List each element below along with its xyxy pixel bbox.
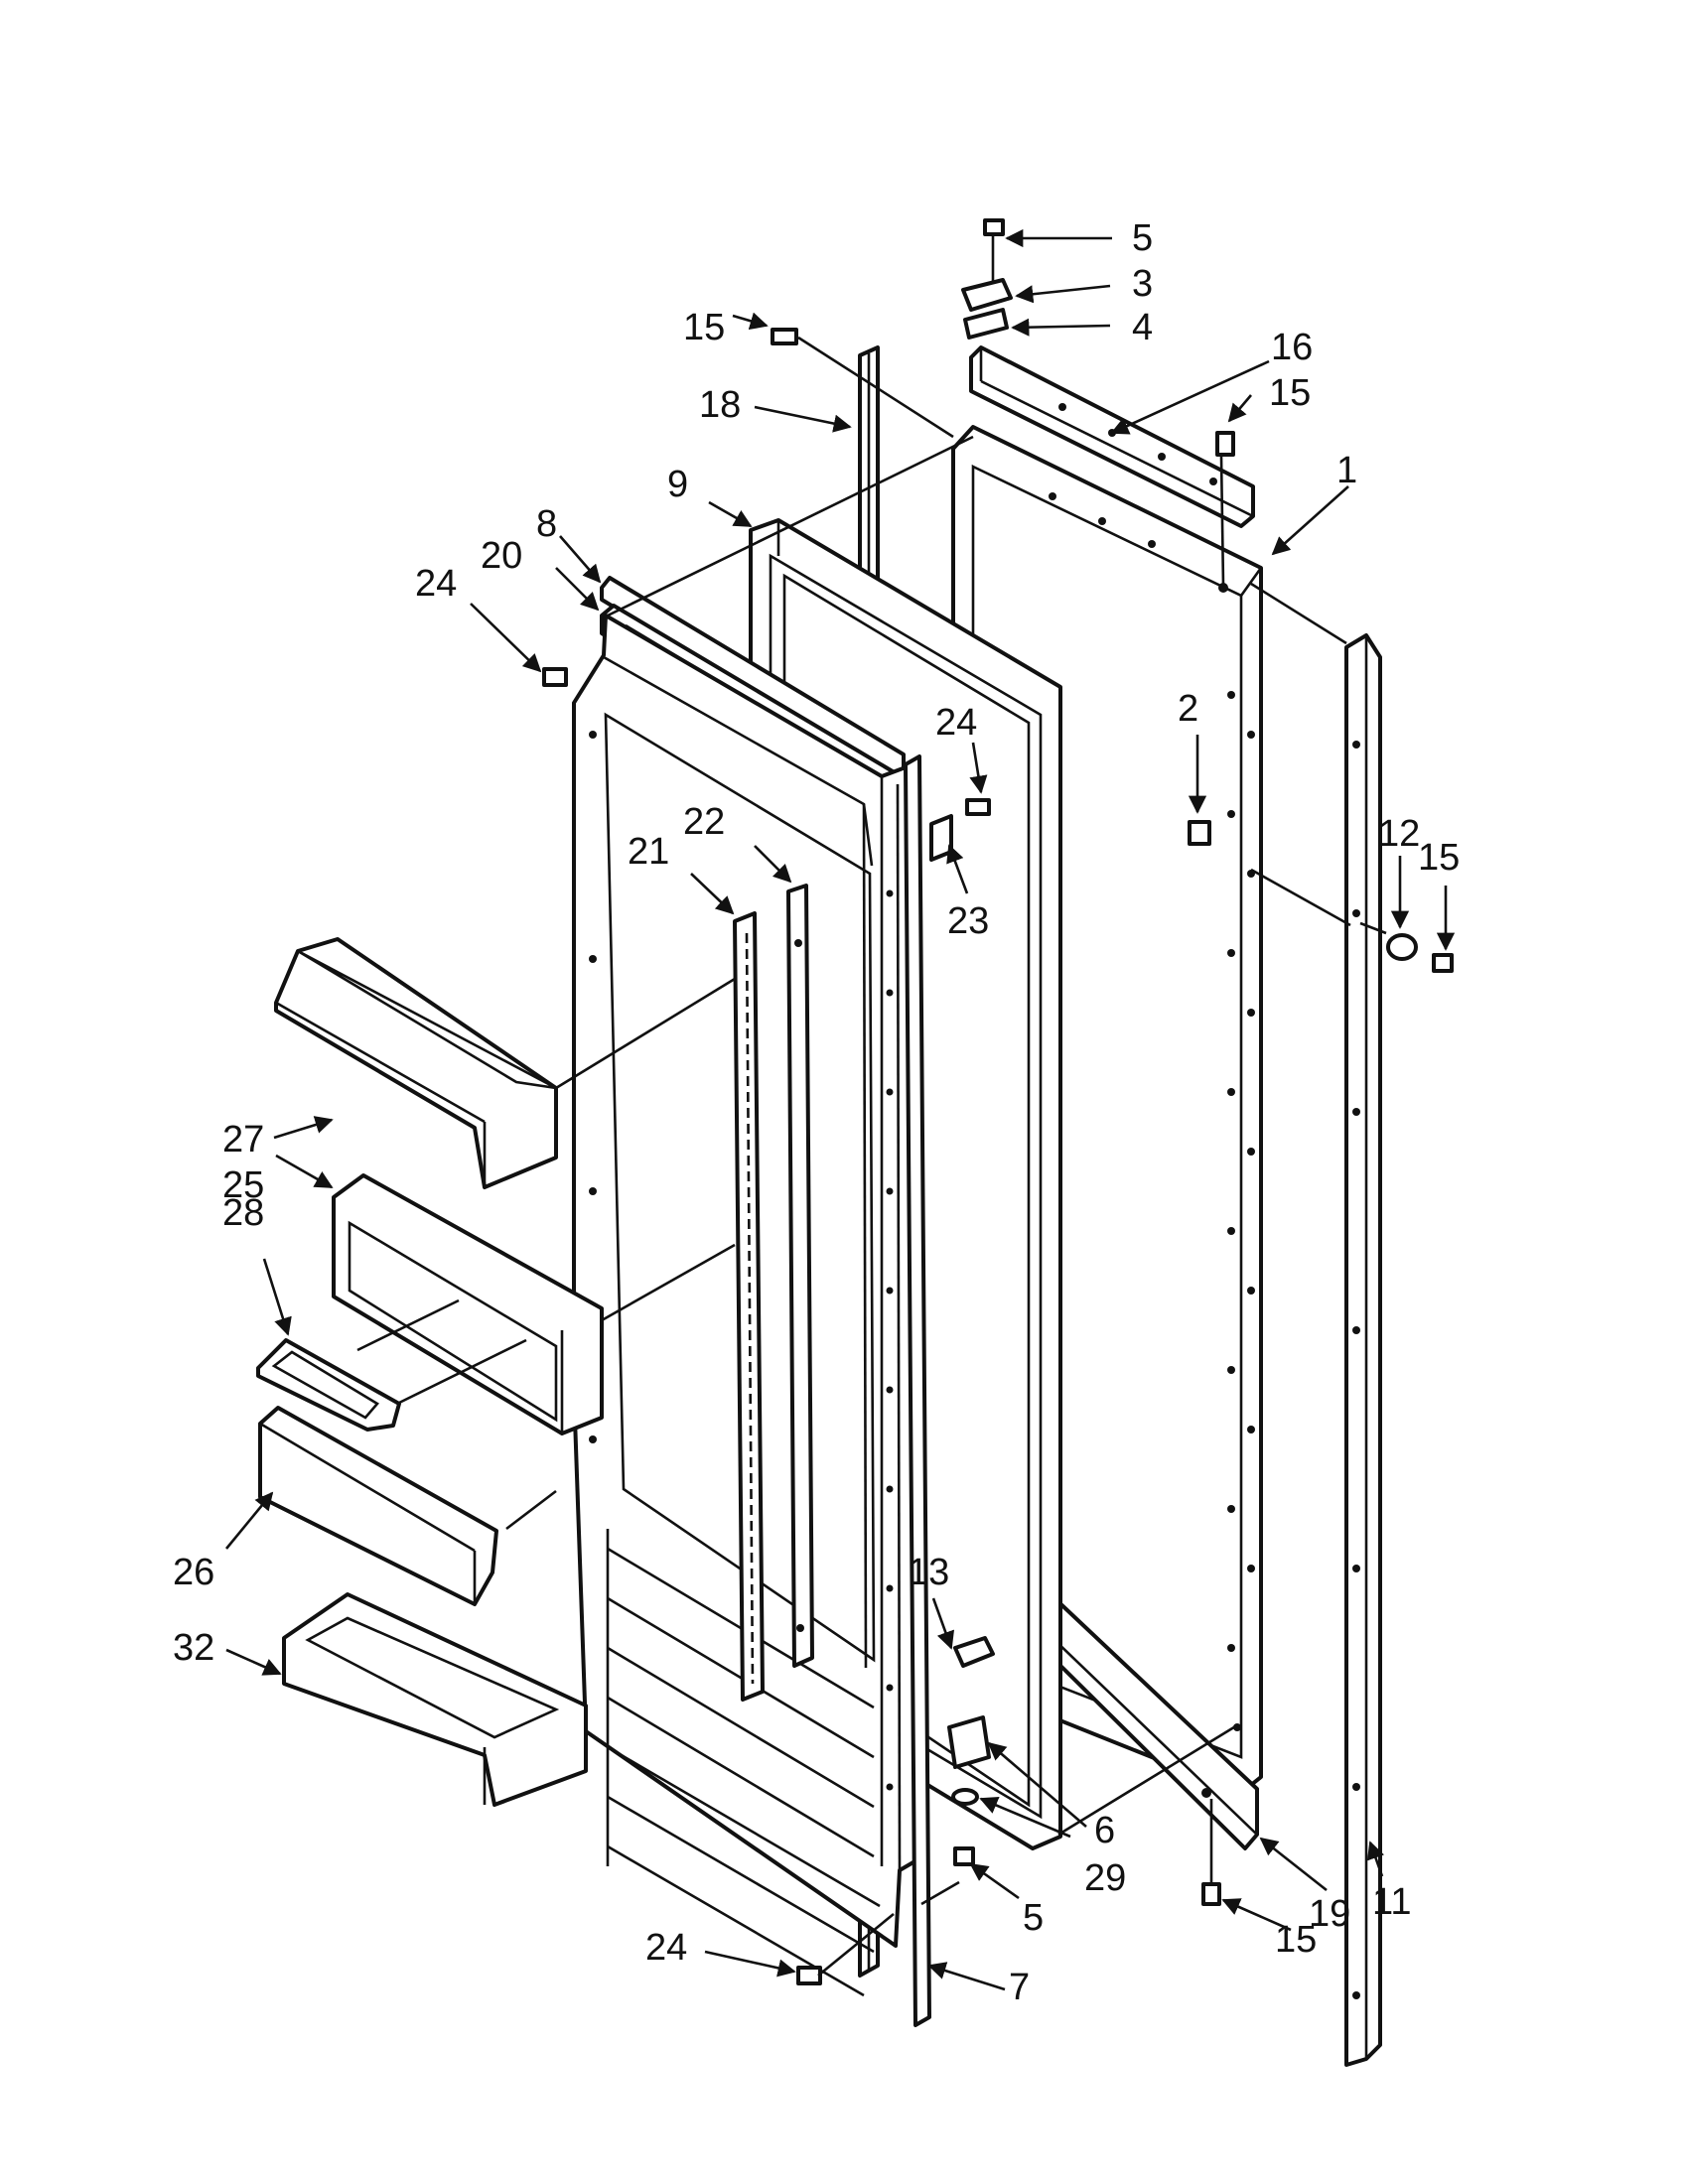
callout-1: 1 [1336, 450, 1357, 491]
part-21-left-shelf-rail [733, 911, 765, 1702]
callout-15-right: 15 [1418, 837, 1460, 879]
washer-29 [951, 1788, 979, 1806]
part-16-top-channel [969, 345, 1255, 528]
callout-15-top-left: 15 [683, 307, 725, 348]
washer-12 [1386, 933, 1418, 961]
callout-32: 32 [173, 1627, 214, 1669]
callout-11: 11 [1372, 1881, 1411, 1923]
screw-15-top [771, 328, 798, 345]
callout-12: 12 [1378, 813, 1420, 855]
callout-20: 20 [481, 535, 522, 577]
bin-27 [274, 937, 558, 1189]
screw-24-middle [965, 798, 991, 816]
hinge-6 [947, 1715, 991, 1769]
screws [542, 328, 1454, 1985]
part-23-bracket [929, 814, 953, 862]
part-2-clip [1188, 820, 1211, 846]
callout-arrows [224, 228, 1456, 1991]
part-11-side-trim [1344, 633, 1382, 2067]
part-7-edge-cap [904, 754, 931, 2027]
bin-26 [258, 1406, 498, 1606]
callout-7: 7 [1009, 1967, 1030, 2008]
screw-24-bottom [796, 1966, 822, 1985]
callout-21: 21 [628, 831, 669, 873]
screw-5-bottom [953, 1846, 975, 1866]
callout-6: 6 [1094, 1810, 1115, 1851]
callout-27: 27 [222, 1119, 264, 1160]
screw-15-right [1432, 953, 1454, 973]
callout-24-upper-left: 24 [415, 563, 457, 605]
callout-2: 2 [1178, 688, 1198, 730]
callout-19: 19 [1309, 1893, 1350, 1935]
callout-4: 4 [1132, 307, 1153, 348]
callout-5-top: 5 [1132, 217, 1153, 259]
top-hinge-assembly [961, 218, 1013, 340]
callout-labels: 5 3 4 16 15 15 18 1 9 8 20 24 2 24 12 15… [173, 217, 1460, 2008]
callout-24-bottom: 24 [645, 1927, 687, 1969]
hinge-13 [953, 1636, 995, 1668]
callout-25: 25 [222, 1164, 264, 1206]
callout-13: 13 [908, 1552, 949, 1593]
screw-24-upper-left [542, 667, 568, 687]
callout-5-bottom: 5 [1023, 1897, 1044, 1939]
bin-32 [282, 1592, 588, 1807]
callout-18: 18 [699, 384, 741, 426]
screw-5-head [983, 218, 1005, 236]
callout-9: 9 [667, 464, 688, 505]
bin-28 [256, 1338, 401, 1432]
screw-15-bottom [1201, 1882, 1221, 1906]
assembly-guide-lines [356, 336, 1387, 1978]
callout-24-middle: 24 [935, 702, 977, 744]
bottom-hinge-assembly [947, 1636, 995, 1866]
callout-15-bottom: 15 [1275, 1919, 1317, 1961]
callout-26: 26 [173, 1552, 214, 1593]
callout-29: 29 [1084, 1857, 1126, 1899]
callout-22: 22 [683, 801, 725, 843]
callout-28: 28 [222, 1192, 264, 1234]
part-22-right-shelf-rail [786, 884, 814, 1668]
callout-15-upper-right: 15 [1269, 372, 1311, 414]
screw-15-upper-right [1215, 431, 1235, 457]
callout-8: 8 [536, 503, 557, 545]
hinge-3 [961, 278, 1013, 312]
bin-25 [332, 1173, 604, 1435]
callout-3: 3 [1132, 263, 1153, 305]
hinge-plate-4 [963, 308, 1009, 340]
callout-16: 16 [1271, 327, 1313, 368]
callout-23: 23 [947, 900, 989, 942]
